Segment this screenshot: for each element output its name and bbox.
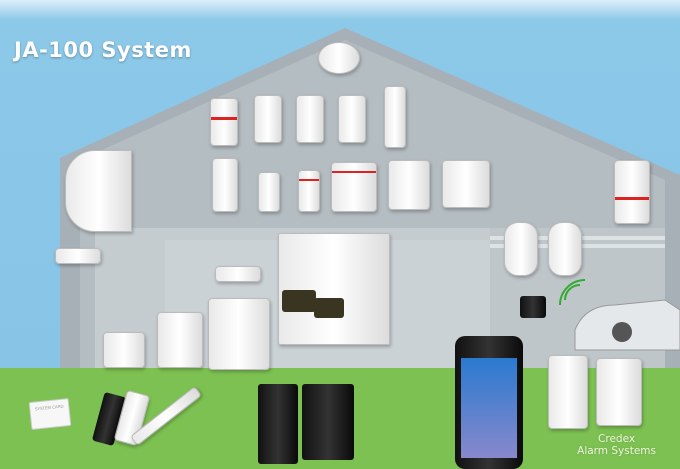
glass-break-detector <box>384 86 406 148</box>
system-card: SYSTEM CARD <box>28 397 72 431</box>
door-contact <box>212 158 238 212</box>
window-contact <box>65 150 132 232</box>
gas-detector <box>388 160 430 210</box>
pir-detector <box>254 95 282 143</box>
siren <box>331 162 377 212</box>
shock-detector <box>298 170 320 212</box>
brand-line: Credex <box>598 433 636 445</box>
brand-line: Alarm Systems <box>577 445 656 457</box>
indoor-siren <box>504 222 538 276</box>
battery <box>314 298 344 318</box>
pir-detector <box>338 95 366 143</box>
smartphone <box>455 336 523 469</box>
wireless-module <box>442 160 490 208</box>
page-title: JA-100 System <box>14 38 192 62</box>
keypad-access[interactable] <box>208 298 270 370</box>
signal-waves <box>559 279 586 306</box>
pir-detector <box>210 98 238 146</box>
indoor-siren <box>548 222 582 276</box>
outdoor-pir <box>548 355 588 429</box>
control-panel-box <box>278 233 390 345</box>
wired-detector <box>55 248 101 264</box>
beam-detector <box>302 384 354 460</box>
pir-detector <box>296 95 324 143</box>
smoke-detector <box>318 42 360 74</box>
sensor-module <box>215 266 261 282</box>
outdoor-siren <box>614 160 650 224</box>
door-contact <box>258 172 280 212</box>
battery <box>282 290 316 312</box>
beam-detector <box>258 384 298 464</box>
keypad-display[interactable] <box>157 312 203 368</box>
keypad[interactable] <box>103 332 145 368</box>
relay-module <box>520 296 546 318</box>
outdoor-pir <box>596 358 642 426</box>
